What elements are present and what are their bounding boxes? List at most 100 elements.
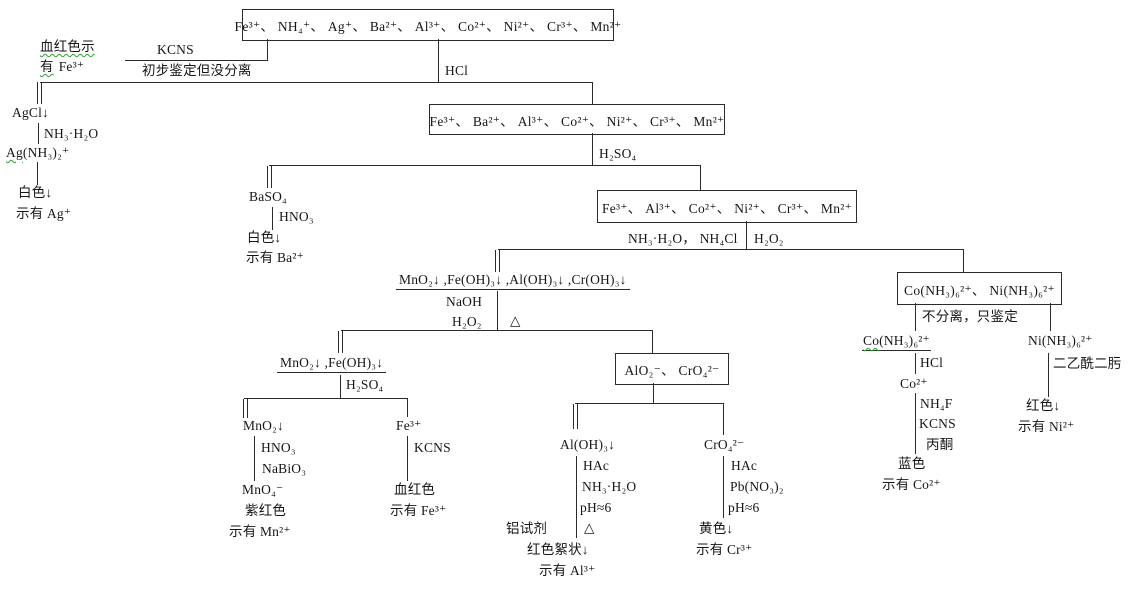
- reagent-kcns-3: KCNS: [919, 416, 956, 431]
- result-bloodred-line2-prefix: 有: [40, 59, 54, 74]
- connector-baso4-chain: [272, 207, 273, 230]
- connector-h2so4b-drop: [340, 375, 341, 398]
- result-cr: 示有 Cr³⁺: [696, 542, 753, 557]
- connector-co-chain2: [915, 393, 916, 454]
- connector-hcl-drop: [438, 39, 439, 83]
- reagent-h2so4-1: H₂SO₄: [599, 146, 637, 161]
- connector-box4-drop: [653, 383, 654, 403]
- connector-h2so4-split: [269, 165, 700, 166]
- color-purple: 紫红色: [245, 503, 287, 518]
- precipitate-agcl: AgCl↓: [12, 105, 50, 120]
- connector-mn-chain: [254, 436, 255, 481]
- condition-ph-1: pH≈6: [580, 500, 612, 515]
- precipitate-bar-mnfe: [338, 331, 343, 353]
- complex-conh3-suffix: (NH₃)₆²⁺: [879, 333, 930, 348]
- connector-into-box3: [700, 165, 701, 190]
- connector-hcl-split: [40, 82, 593, 83]
- box-after-h2so4: Fe³⁺、 Al³⁺、 Co²⁺、 Ni²⁺、 Cr³⁺、 Mn²⁺: [597, 190, 857, 223]
- color-white-2: 白色↓: [247, 230, 282, 245]
- heat-symbol-2: △: [584, 520, 595, 535]
- connector-agcl-chain2: [37, 162, 38, 185]
- complex-agnh3: Ag(NH₃)₂⁺: [6, 145, 69, 161]
- reagent-aluminon: 铝试剂: [506, 521, 548, 536]
- connector-h2so4-drop: [592, 133, 593, 165]
- precipitate-baso4: BaSO₄: [249, 189, 287, 204]
- note-no-separation: 不分离，只鉴定: [922, 309, 1018, 324]
- note-preliminary: 初步鉴定但没分离: [142, 63, 252, 78]
- heat-symbol-1: △: [510, 313, 521, 328]
- result-ni: 示有 Ni²⁺: [1018, 419, 1075, 434]
- complex-agnh3-prefix: Ag: [6, 145, 23, 160]
- color-bloodred: 血红色: [394, 482, 436, 497]
- result-fe: 示有 Fe³⁺: [390, 503, 447, 518]
- reagent-hac-2: HAc: [731, 458, 758, 473]
- result-bloodred-line2-ion: Fe³⁺: [58, 59, 85, 74]
- reagent-hcl-2: HCl: [920, 355, 944, 370]
- reagent-h2o2-1: H₂O₂: [754, 231, 784, 246]
- precipitate-bar-mno2: [243, 399, 248, 418]
- reagent-nh3h2o-2: NH₃·H₂O: [582, 479, 637, 494]
- precipitate-bar-hydroxides: [495, 250, 500, 272]
- group-mn-fe: MnO₂↓ ,Fe(OH)₃↓: [277, 355, 387, 373]
- color-blue: 蓝色: [898, 456, 926, 471]
- connector-al-chain: [576, 456, 577, 538]
- reagent-h2o2-2: H₂O₂: [452, 314, 482, 329]
- result-mn: 示有 Mn²⁺: [229, 524, 291, 539]
- product-mno4: MnO₄⁻: [242, 482, 284, 497]
- connector-into-box2: [592, 82, 593, 104]
- reagent-hno3-1: HNO₃: [279, 209, 314, 224]
- connector-naoh-split: [341, 330, 653, 331]
- color-white-1: 白色↓: [18, 185, 53, 200]
- ion-co2: Co²⁺: [900, 376, 928, 391]
- complex-conh3: Co(NH₃)₆²⁺: [862, 333, 931, 351]
- reagent-pbno3: Pb(NO₃)₂: [730, 479, 784, 494]
- color-yellow: 黄色↓: [699, 521, 734, 536]
- reagent-kcns-2: KCNS: [414, 440, 451, 455]
- connector-ni-chain: [1048, 353, 1049, 397]
- reagent-hcl-1: HCl: [445, 63, 469, 78]
- complex-conh3-prefix: Co: [863, 333, 880, 348]
- ion-fe3: Fe³⁺: [396, 418, 422, 433]
- result-bloodred-line1: 血红色示: [40, 39, 95, 54]
- result-ba: 示有 Ba²⁺: [246, 250, 304, 265]
- connector-h2so4b-split: [244, 398, 408, 399]
- color-red-floc: 红色絮状↓: [527, 542, 589, 557]
- reagent-hac-1: HAc: [583, 458, 610, 473]
- reagent-naoh: NaOH: [446, 294, 483, 309]
- precipitate-bar-agcl: [37, 82, 42, 104]
- complex-ninh3: Ni(NH₃)₆²⁺: [1028, 333, 1093, 348]
- box-co-ni-complex: Co(NH₃)₆²⁺、 Ni(NH₃)₆²⁺: [897, 272, 1062, 305]
- reagent-nabio3: NaBiO₃: [262, 461, 307, 476]
- complex-agnh3-suffix: (NH₃)₂⁺: [22, 145, 70, 160]
- reagent-nh3h2o-1: NH₃·H₂O: [44, 126, 99, 141]
- reagent-h2so4-2: H₂SO₄: [346, 377, 384, 392]
- color-red: 红色↓: [1026, 398, 1061, 413]
- result-al: 示有 Al³⁺: [539, 563, 596, 578]
- reagent-hno3-2: HNO₃: [261, 440, 296, 455]
- connector-co-drop: [915, 303, 916, 331]
- connector-cr-chain: [723, 456, 724, 518]
- reagent-nh3-nh4cl: NH₃·H₂O， NH₄Cl: [628, 231, 738, 246]
- ion-cro4: CrO₄²⁻: [704, 437, 745, 452]
- box-alo2-cro4: AlO₂⁻、 CrO₄²⁻: [615, 353, 729, 385]
- condition-ph-2: pH≈6: [728, 500, 760, 515]
- result-bloodred-line2: 有 Fe³⁺: [40, 59, 84, 75]
- precipitate-bar-aloh3: [573, 404, 578, 429]
- connector-al-cr-split: [575, 403, 724, 404]
- connector-cr-drop: [723, 403, 724, 435]
- box-all-ions: Fe³⁺、 NH₄⁺、 Ag⁺、 Ba²⁺、 Al³⁺、 Co²⁺、 Ni²⁺、…: [235, 9, 621, 41]
- result-ag: 示有 Ag⁺: [16, 206, 72, 221]
- connector-co-chain1: [915, 353, 916, 374]
- box-after-hcl: Fe³⁺、 Ba²⁺、 Al³⁺、 Co²⁺、 Ni²⁺、 Cr³⁺、 Mn²⁺: [429, 104, 725, 135]
- connector-nh3-split: [498, 249, 964, 250]
- group-hydroxides: MnO₂↓ ,Fe(OH)₃↓ ,Al(OH)₃↓ ,Cr(OH)₃↓: [396, 272, 630, 290]
- connector-kcns-arm: [125, 60, 268, 61]
- precipitate-mno2: MnO₂↓: [243, 418, 284, 433]
- connector-nh3-drop: [746, 221, 747, 249]
- connector-ni-drop: [1050, 303, 1051, 331]
- result-co: 示有 Co²⁺: [882, 477, 941, 492]
- connector-kcns-drop: [267, 39, 268, 61]
- reagent-acetone: 丙酮: [926, 437, 954, 452]
- reagent-nh4f: NH₄F: [920, 396, 953, 411]
